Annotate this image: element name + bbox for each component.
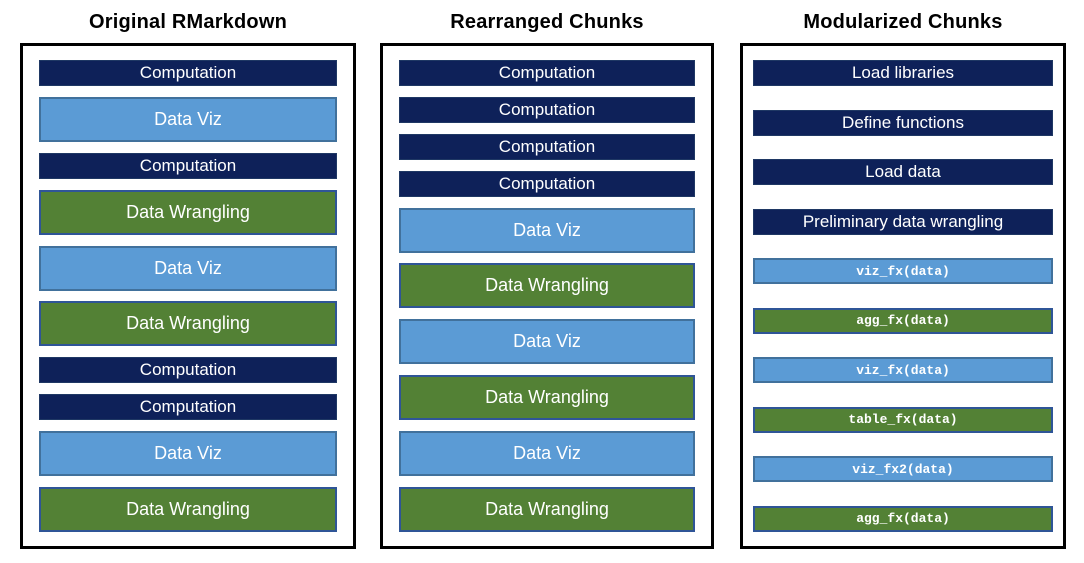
chunk-wrangling: Data Wrangling <box>399 486 695 532</box>
column-title-rearranged-chunks: Rearranged Chunks <box>450 11 644 33</box>
chunk-wrangling: Data Wrangling <box>399 263 695 309</box>
chunk-computation: Define functions <box>753 109 1053 136</box>
chunk-computation: Computation <box>39 60 337 86</box>
chunk-computation: Computation <box>39 394 337 421</box>
chunk-computation: Computation <box>39 152 337 179</box>
chunk-viz: Data Viz <box>39 245 337 291</box>
column-title-original-rmarkdown: Original RMarkdown <box>88 11 288 33</box>
chunk-wrangling: Data Wrangling <box>39 189 337 235</box>
chunk-viz: Data Viz <box>399 207 695 253</box>
chunk-function-call: viz_fx2(data) <box>753 456 1053 483</box>
chunk-wrangling: Data Wrangling <box>399 375 695 421</box>
chunk-computation: Computation <box>399 133 695 160</box>
chunk-viz: Data Viz <box>399 431 695 476</box>
chunk-computation: Computation <box>39 357 337 384</box>
chunk-computation: Load libraries <box>753 60 1053 86</box>
chunk-computation: Computation <box>399 96 695 123</box>
chunk-function-call: agg_fx(data) <box>753 307 1053 334</box>
chunk-computation: Computation <box>399 60 695 86</box>
chunk-computation: Load data <box>753 159 1053 186</box>
chunk-viz: Data Viz <box>39 431 337 476</box>
chunk-viz: Data Viz <box>399 319 695 365</box>
chunk-wrangling: Data Wrangling <box>39 301 337 347</box>
chunk-wrangling: Data Wrangling <box>39 486 337 532</box>
chunk-function-call: table_fx(data) <box>753 406 1053 433</box>
chunk-function-call: agg_fx(data) <box>753 505 1053 532</box>
chunk-function-call: viz_fx(data) <box>753 258 1053 285</box>
chunk-computation: Computation <box>399 170 695 197</box>
chunk-computation: Preliminary data wrangling <box>753 208 1053 235</box>
chunk-function-call: viz_fx(data) <box>753 357 1053 384</box>
column-title-modularized-chunks: Modularized Chunks <box>803 11 1003 33</box>
chunk-viz: Data Viz <box>39 96 337 142</box>
